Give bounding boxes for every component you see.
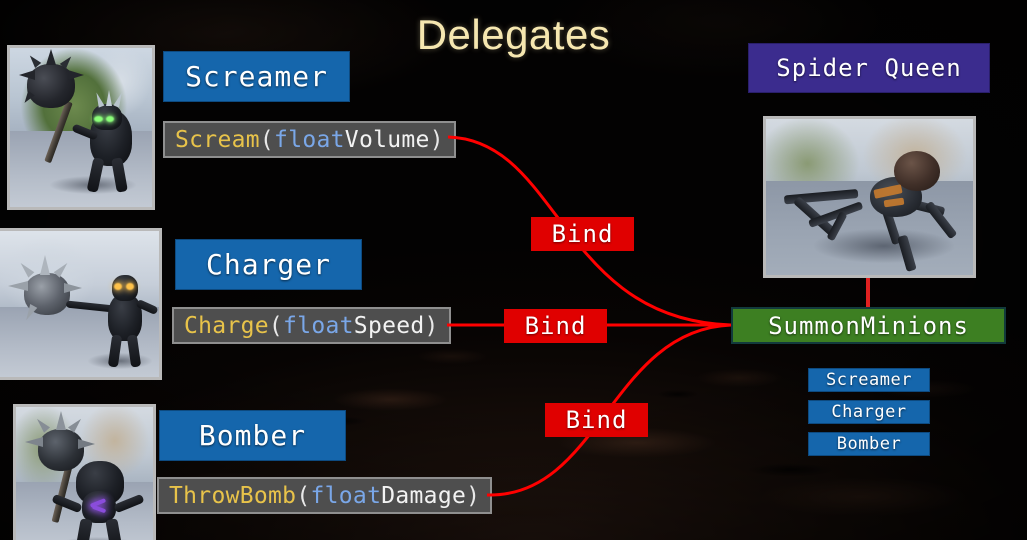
delegate-class-label: Bomber [198,419,307,452]
signature-function-name: Charge [184,312,269,339]
bomber-mace-spike [78,439,95,449]
delegate-signature-bomber[interactable]: ThrowBomb(float Damage) [157,477,493,514]
charger-thumbnail [0,228,162,380]
bind-label-bomber[interactable]: Bind [545,403,648,437]
bind-label-charger[interactable]: Bind [504,309,607,343]
charger-eye [126,283,134,290]
signature-function-name: ThrowBomb [169,482,297,509]
delegate-signature-charger[interactable]: Charge(float Speed) [172,307,451,344]
bomber-mace-spike [56,411,66,430]
delegate-summon-minions[interactable]: SummonMinions [731,307,1006,344]
thumb-shadow [58,537,136,540]
delegate-class-screamer[interactable]: Screamer [163,51,350,102]
bound-target-label: Bomber [836,434,902,454]
delegate-label: SummonMinions [768,311,969,340]
bind-text: Bind [565,406,628,434]
owner-class-label: Spider Queen [776,54,962,82]
charger-eye [114,283,122,290]
charger-mace-spike [64,283,82,293]
bomber-mace-spike [25,437,43,447]
delegate-class-label: Charger [205,248,331,281]
screamer-eye [106,116,114,122]
signature-close-paren: ) [429,126,444,153]
delegate-class-bomber[interactable]: Bomber [159,410,346,461]
thumb-shadow [814,229,954,263]
bound-target-screamer[interactable]: Screamer [808,368,930,392]
signature-param-type: float [310,482,382,509]
bind-text: Bind [551,220,614,248]
signature-param-name: Speed [353,312,425,339]
charger-mace-spike [40,255,50,275]
screamer-mace-spike [19,70,35,80]
signature-open-paren: ( [259,126,275,153]
spider-abdomen [894,151,940,191]
signature-param-type: float [283,312,354,339]
bound-target-label: Charger [831,402,907,422]
screamer-eye [94,116,103,122]
delegate-class-label: Screamer [185,60,328,93]
screamer-thumbnail [7,45,155,210]
page-title: Delegates [416,11,611,58]
screamer-mace-spike [68,70,84,80]
signature-param-type: float [274,126,345,153]
bound-target-charger[interactable]: Charger [808,400,930,424]
delegate-signature-screamer[interactable]: Scream(float Volume) [163,121,456,158]
owner-class-spider-queen[interactable]: Spider Queen [748,43,990,93]
signature-open-paren: ( [296,482,311,509]
signature-param-name: Volume [344,126,430,153]
signature-close-paren: ) [466,482,481,509]
signature-param-name: Damage [381,482,467,509]
spider-queen-thumbnail [763,116,976,278]
bind-label-screamer[interactable]: Bind [531,217,634,251]
charger-mace-head [24,273,70,315]
bomber-mace-head [38,429,84,471]
screamer-mace-head [27,64,75,108]
bound-target-label: Screamer [826,370,912,390]
signature-function-name: Scream [175,126,260,153]
charger-mace-spike [8,281,28,291]
signature-open-paren: ( [268,312,284,339]
bomber-thumbnail [13,404,156,540]
signature-close-paren: ) [424,312,439,339]
thumb-shadow [88,353,152,369]
bound-target-bomber[interactable]: Bomber [808,432,930,456]
bind-text: Bind [524,312,587,340]
screamer-horn [106,90,112,106]
delegate-class-charger[interactable]: Charger [175,239,362,290]
screamer-mace-spike [46,49,56,65]
